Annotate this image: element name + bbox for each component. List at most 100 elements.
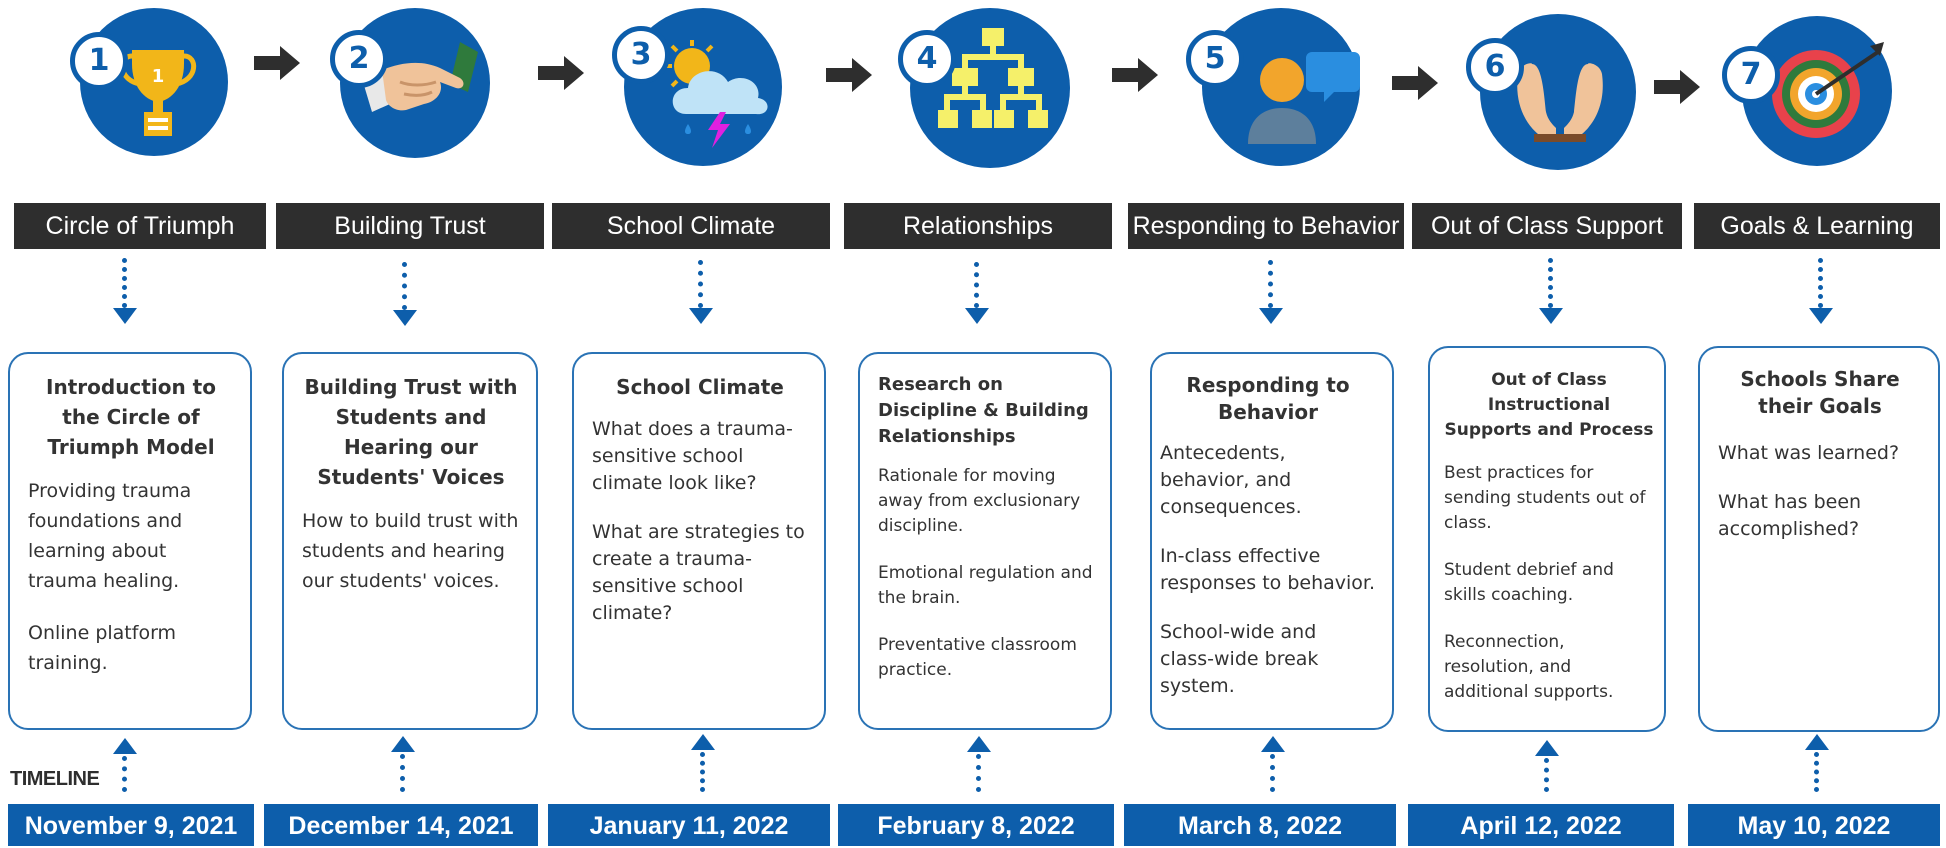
step-card: Out of Class Instructional Supports and … xyxy=(1428,346,1666,732)
weather-icon xyxy=(662,40,774,155)
step-card: Research on Discipline & Building Relati… xyxy=(858,352,1112,730)
card-paragraph: Providing trauma foundations and learnin… xyxy=(28,480,192,592)
arrow-down-icon xyxy=(689,308,713,324)
step-date: May 10, 2022 xyxy=(1688,804,1940,846)
open-hands-icon xyxy=(1512,56,1608,151)
connector-up xyxy=(1814,752,1819,792)
step-3: 3 School Climate School Climate What doe… xyxy=(548,0,840,846)
card-paragraph: Best practices for sending students out … xyxy=(1444,463,1646,533)
arrow-right-icon xyxy=(826,58,872,97)
step-5: 5 Responding to Behavior Responding to B… xyxy=(1124,0,1414,846)
step-number-badge: 5 xyxy=(1186,30,1244,88)
step-card: School Climate What does a trauma-sensit… xyxy=(572,352,826,730)
step-card: Responding to Behavior Antecedents, beha… xyxy=(1150,352,1394,730)
card-paragraph: What are strategies to create a trauma-s… xyxy=(592,521,805,624)
connector-down xyxy=(1818,258,1823,308)
card-paragraph: School-wide and class-wide break system. xyxy=(1160,621,1319,697)
arrow-right-icon xyxy=(1654,70,1700,109)
trophy-icon: 1 xyxy=(118,40,198,145)
step-date: April 12, 2022 xyxy=(1408,804,1674,846)
card-title: Out of Class Instructional Supports and … xyxy=(1444,370,1654,440)
card-paragraph: Student debrief and skills coaching. xyxy=(1444,560,1614,605)
handshake-icon xyxy=(360,42,480,137)
card-paragraph: What was learned? xyxy=(1718,442,1900,464)
connector-down xyxy=(974,262,979,308)
arrow-down-icon xyxy=(1259,308,1283,324)
connector-up xyxy=(976,754,981,792)
step-number-badge: 6 xyxy=(1466,38,1524,96)
step-6: 6 Out of Class Support Out of Class Inst… xyxy=(1408,0,1686,846)
arrow-up-icon xyxy=(113,738,137,754)
step-banner: Relationships xyxy=(844,203,1112,249)
arrow-right-icon xyxy=(1392,66,1438,105)
connector-down xyxy=(1548,258,1553,308)
step-banner: School Climate xyxy=(552,203,830,249)
step-banner: Out of Class Support xyxy=(1412,203,1682,249)
arrow-up-icon xyxy=(1261,736,1285,752)
step-date: March 8, 2022 xyxy=(1124,804,1396,846)
arrow-up-icon xyxy=(1805,734,1829,750)
arrow-right-icon xyxy=(538,56,584,95)
card-paragraph: Reconnection, resolution, and additional… xyxy=(1444,632,1614,702)
step-2: 2 Building Trust Building Trust with Stu… xyxy=(264,0,550,846)
step-number-badge: 4 xyxy=(898,30,956,88)
step-banner: Circle of Triumph xyxy=(14,203,266,249)
arrow-down-icon xyxy=(965,308,989,324)
connector-up xyxy=(122,756,127,792)
step-4: 4 Relationships Research on Discipline &… xyxy=(838,0,1130,846)
arrow-down-icon xyxy=(1539,308,1563,324)
step-banner: Building Trust xyxy=(276,203,544,249)
hierarchy-icon xyxy=(938,26,1048,141)
step-number-badge: 2 xyxy=(330,30,388,88)
step-card: Schools Share their Goals What was learn… xyxy=(1698,346,1940,732)
connector-up xyxy=(700,752,705,792)
timeline-label: TIMELINE xyxy=(10,768,100,790)
card-paragraph: Emotional regulation and the brain. xyxy=(878,563,1093,608)
card-title: Building Trust with Students and Hearing… xyxy=(304,375,518,489)
step-date: December 14, 2021 xyxy=(264,804,538,846)
step-date: November 9, 2021 xyxy=(8,804,254,846)
card-title: Introduction to the Circle of Triumph Mo… xyxy=(46,375,216,459)
step-number-badge: 1 xyxy=(70,32,128,90)
arrow-up-icon xyxy=(967,736,991,752)
card-paragraph: In-class effective responses to behavior… xyxy=(1160,545,1376,594)
step-date: January 11, 2022 xyxy=(548,804,830,846)
connector-down xyxy=(1268,260,1273,308)
card-title: Research on Discipline & Building Relati… xyxy=(878,374,1089,447)
card-title: Schools Share their Goals xyxy=(1740,367,1900,418)
card-paragraph: What has been accomplished? xyxy=(1718,491,1862,540)
person-speech-icon xyxy=(1242,48,1362,153)
connector-up xyxy=(1544,758,1549,792)
card-paragraph: How to build trust with students and hea… xyxy=(302,510,519,592)
step-number-badge: 7 xyxy=(1722,46,1780,104)
connector-up xyxy=(1270,754,1275,792)
svg-text:1: 1 xyxy=(152,66,165,87)
step-banner: Responding to Behavior xyxy=(1128,203,1404,249)
arrow-down-icon xyxy=(113,308,137,324)
arrow-up-icon xyxy=(1535,740,1559,756)
step-number-badge: 3 xyxy=(612,26,670,84)
arrow-right-icon xyxy=(254,46,300,85)
card-title: Responding to Behavior xyxy=(1186,373,1350,424)
connector-up xyxy=(400,754,405,792)
card-paragraph: What does a trauma-sensitive school clim… xyxy=(592,418,793,494)
arrow-down-icon xyxy=(1809,308,1833,324)
arrow-up-icon xyxy=(691,734,715,750)
step-7: 7 Goals & Learning Schools Share their G… xyxy=(1686,0,1946,846)
card-paragraph: Antecedents, behavior, and consequences. xyxy=(1160,442,1302,518)
arrow-right-icon xyxy=(1112,58,1158,97)
connector-down xyxy=(402,262,407,310)
step-banner: Goals & Learning xyxy=(1694,203,1940,249)
step-card: Introduction to the Circle of Triumph Mo… xyxy=(8,352,252,730)
step-1: 1 1 Circle of Triumph Introduction to th… xyxy=(0,0,270,846)
card-title: School Climate xyxy=(616,375,784,399)
target-icon xyxy=(1766,40,1890,145)
arrow-down-icon xyxy=(393,310,417,326)
connector-down xyxy=(698,260,703,308)
arrow-up-icon xyxy=(391,736,415,752)
connector-down xyxy=(122,258,127,308)
card-paragraph: Rationale for moving away from exclusion… xyxy=(878,466,1081,536)
card-paragraph: Online platform training. xyxy=(28,622,177,674)
step-card: Building Trust with Students and Hearing… xyxy=(282,352,538,730)
step-date: February 8, 2022 xyxy=(838,804,1114,846)
